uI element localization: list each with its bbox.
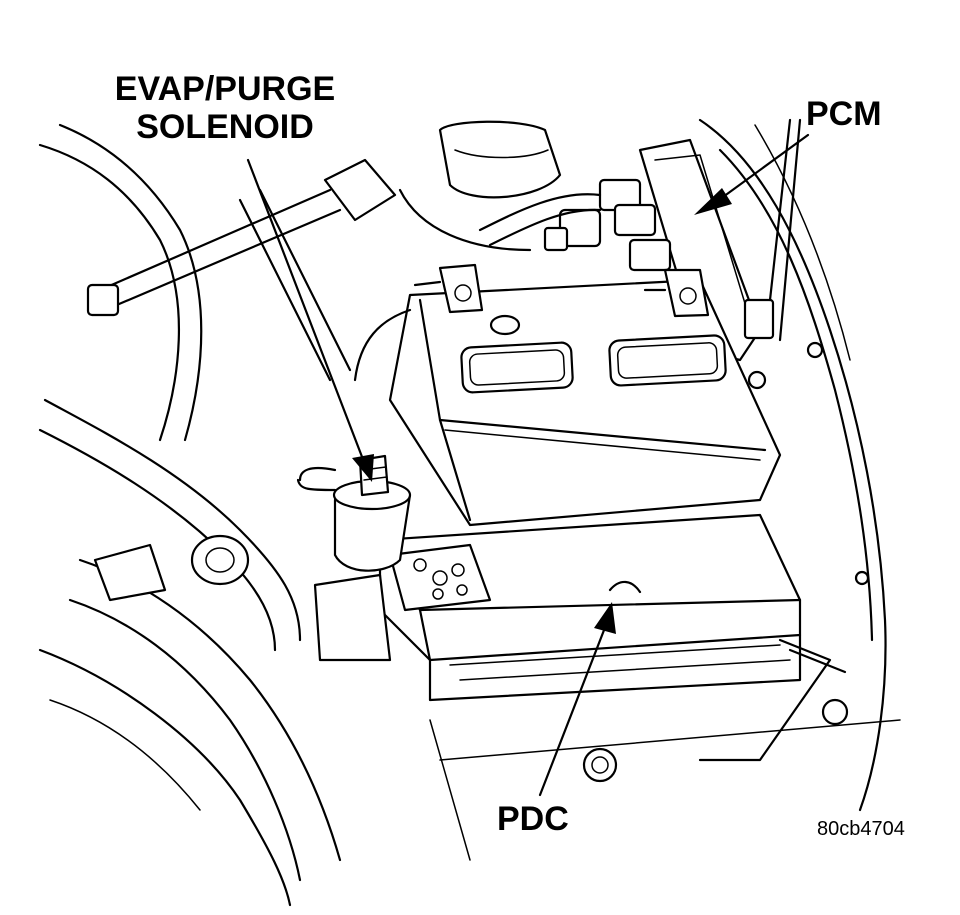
pdc-label: PDC — [497, 800, 569, 838]
left-hoses — [38, 123, 412, 907]
fender-edge — [698, 118, 887, 812]
pdc-box — [313, 513, 802, 702]
pcm-leader-arrow — [694, 133, 810, 215]
figure-id: 80cb4704 — [817, 818, 905, 840]
evap-label-line1: EVAP/PURGE — [114, 70, 336, 108]
evap-label-line2: SOLENOID — [136, 108, 314, 146]
pcm-label: PCM — [806, 95, 882, 133]
top-connectors — [478, 178, 672, 272]
evap-solenoid — [296, 454, 412, 572]
evap-purge-solenoid-label: EVAP/PURGE SOLENOID — [100, 72, 350, 148]
pdc-leader-arrow — [538, 602, 616, 797]
lower-parts — [429, 341, 901, 861]
top-hose — [398, 120, 562, 252]
evap-leader-arrow — [246, 158, 374, 482]
battery — [388, 263, 782, 527]
leader-arrows — [246, 133, 810, 797]
